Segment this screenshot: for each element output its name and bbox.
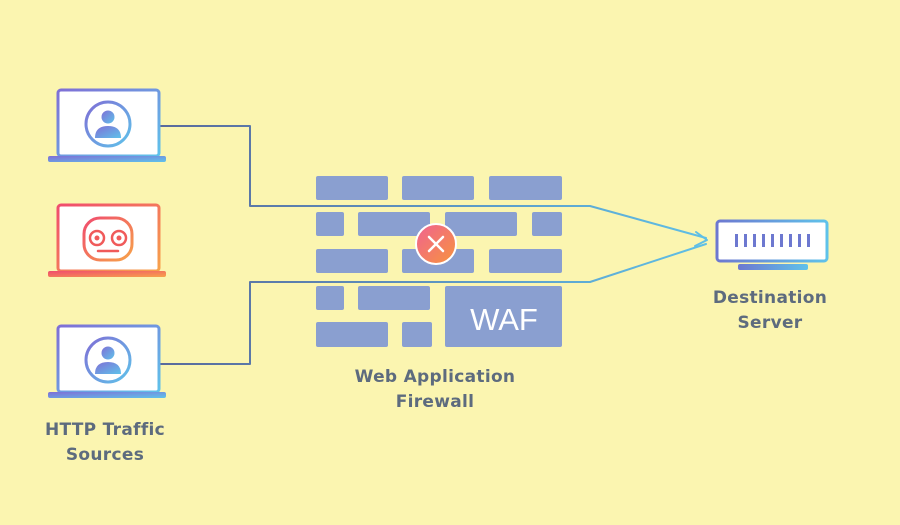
laptop-attacker <box>48 203 166 277</box>
destination-server-label-line2: Server <box>737 313 803 333</box>
destination-server-label-line1: Destination <box>712 288 828 308</box>
arrowhead-icon <box>694 231 708 247</box>
wall-brick <box>358 286 430 310</box>
wall-brick <box>445 212 517 236</box>
wall-brick <box>358 212 430 236</box>
wall-brick <box>316 286 344 310</box>
destination-server-label: Destination Server <box>690 286 850 336</box>
wall-brick <box>402 322 432 347</box>
laptop-legit-top <box>48 88 166 162</box>
wall-brick <box>316 322 388 347</box>
server-icon <box>715 219 829 270</box>
laptop-legit-bottom <box>48 324 166 398</box>
legit-traffic-line-top <box>159 125 707 239</box>
wall-brick <box>316 249 388 273</box>
wall-brick <box>316 212 344 236</box>
wall-brick <box>489 176 562 200</box>
wall-brick <box>402 176 474 200</box>
firewall-label-line2: Firewall <box>395 392 475 412</box>
wall-brick <box>532 212 562 236</box>
waf-badge-block <box>445 286 562 347</box>
traffic-sources-label-line2: Sources <box>65 445 145 465</box>
user-icon <box>84 100 132 148</box>
wall-brick <box>316 176 388 200</box>
legit-traffic-line-bottom <box>159 243 707 365</box>
firewall-label-line1: Web Application <box>354 367 516 387</box>
user-icon <box>84 336 132 384</box>
block-x-icon <box>415 223 457 265</box>
waf-badge-text: WAF <box>470 302 538 337</box>
wall-brick <box>489 249 562 273</box>
firewall-label: Web Application Firewall <box>330 365 540 415</box>
robot-icon <box>82 216 134 262</box>
traffic-sources-label: HTTP Traffic Sources <box>20 418 190 468</box>
traffic-sources-label-line1: HTTP Traffic <box>44 420 166 440</box>
